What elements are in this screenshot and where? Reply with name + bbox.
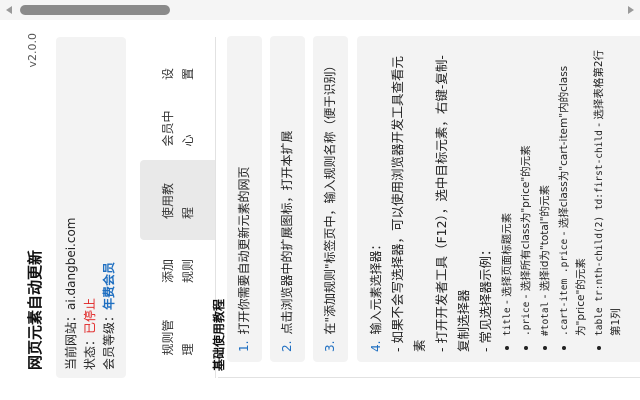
selector-code: .cart-item .price bbox=[559, 238, 570, 336]
scroll-thumb[interactable] bbox=[20, 5, 170, 15]
current-site-value: ai.dangbei.com bbox=[64, 217, 78, 310]
selector-examples-list: title - 选择页面标题元素 .price - 选择所有class为"pri… bbox=[499, 46, 624, 352]
tutorial-step: 4. 输入元素选择器： - 如果不会写选择器，可以使用浏览器开发工具查看元素 - … bbox=[357, 36, 640, 362]
status-row: 状态：已停止 bbox=[81, 45, 100, 370]
step-note: - 打开开发者工具（F12），选中目标元素，右键-复制-复制选择器 bbox=[434, 55, 471, 352]
status-badge: 已停止 bbox=[83, 297, 97, 334]
step-text: 在"添加规则"标签页中，输入规则名称（便于识别） bbox=[323, 59, 337, 335]
selector-desc: - 选择id为"total"的元素 bbox=[539, 184, 551, 302]
tab-label: 添加规则 bbox=[160, 258, 195, 283]
step-number: 2. bbox=[280, 340, 294, 352]
selector-code: title bbox=[502, 307, 513, 336]
selector-desc: - 选择所有class为"price"的元素 bbox=[520, 145, 532, 302]
selector-code: table tr:nth-child(2) td:first-child bbox=[594, 130, 605, 336]
selector-code: .price bbox=[521, 301, 532, 336]
list-item: title - 选择页面标题元素 bbox=[499, 46, 516, 352]
tutorial-step: 2. 点击浏览器中的扩展图标，打开本扩展 bbox=[270, 36, 305, 362]
tab-member-center[interactable]: 会员中心 bbox=[140, 95, 215, 160]
section-title: 基础使用教程 bbox=[212, 298, 226, 371]
status-label: 状态： bbox=[83, 333, 97, 370]
step-text: 打开你需要自动更新元素的网页 bbox=[237, 166, 251, 335]
list-item: table tr:nth-child(2) td:first-child - 选… bbox=[591, 46, 624, 352]
member-level-value: 年费会员 bbox=[102, 261, 116, 310]
tutorial-step: 1. 打开你需要自动更新元素的网页 bbox=[227, 36, 262, 362]
current-site-row: 当前网站：ai.dangbei.com bbox=[62, 45, 81, 371]
site-info-panel: 当前网站：ai.dangbei.com 状态：已停止 会员等级：年费会员 bbox=[56, 37, 126, 378]
list-item: .cart-item .price - 选择class为"cart-item"内… bbox=[556, 46, 589, 352]
tab-settings[interactable]: 设置 bbox=[140, 37, 215, 95]
vertical-scrollbar[interactable] bbox=[0, 0, 640, 20]
scroll-down-arrow-icon[interactable] bbox=[628, 6, 634, 14]
step-text: 输入元素选择器： bbox=[369, 238, 383, 335]
list-item: .price - 选择所有class为"price"的元素 bbox=[518, 46, 535, 352]
tab-label: 规则管理 bbox=[160, 319, 195, 356]
step-number: 3. bbox=[323, 340, 337, 352]
selector-code: #total bbox=[540, 301, 551, 336]
step-note: - 如果不会写选择器，可以使用浏览器开发工具查看元素 bbox=[390, 56, 427, 352]
tutorial-panel: 基础使用教程 1. 打开你需要自动更新元素的网页 2. 点击浏览器中的扩展图标，打开… bbox=[212, 36, 640, 378]
scroll-up-arrow-icon[interactable] bbox=[6, 6, 12, 14]
tutorial-step: 3. 在"添加规则"标签页中，输入规则名称（便于识别） bbox=[313, 36, 348, 362]
tab-bar: 规则管理 添加规则 使用教程 会员中心 设置 bbox=[140, 37, 216, 378]
tab-label: 设置 bbox=[160, 61, 195, 80]
selector-desc: - 选择页面标题元素 bbox=[501, 212, 513, 308]
tab-add-rule[interactable]: 添加规则 bbox=[140, 240, 215, 295]
tab-tutorial[interactable]: 使用教程 bbox=[140, 160, 215, 240]
tab-label: 会员中心 bbox=[160, 110, 195, 147]
member-level-row: 会员等级：年费会员 bbox=[100, 45, 119, 370]
member-level-label: 会员等级： bbox=[102, 309, 116, 370]
step-note: - 常见选择器示例： bbox=[478, 243, 493, 352]
tab-label: 使用教程 bbox=[160, 182, 195, 219]
app-title: 网页元素自动更新 bbox=[26, 249, 44, 370]
step-number: 4. bbox=[369, 340, 383, 352]
step-text: 点击浏览器中的扩展图标，打开本扩展 bbox=[280, 130, 294, 335]
header: 网页元素自动更新 v2.0.0 bbox=[24, 33, 44, 378]
list-item: #total - 选择id为"total"的元素 bbox=[537, 46, 554, 352]
tab-rule-management[interactable]: 规则管理 bbox=[140, 295, 215, 378]
step-number: 1. bbox=[237, 340, 251, 352]
version-label: v2.0.0 bbox=[26, 33, 39, 68]
current-site-label: 当前网站： bbox=[64, 309, 78, 370]
